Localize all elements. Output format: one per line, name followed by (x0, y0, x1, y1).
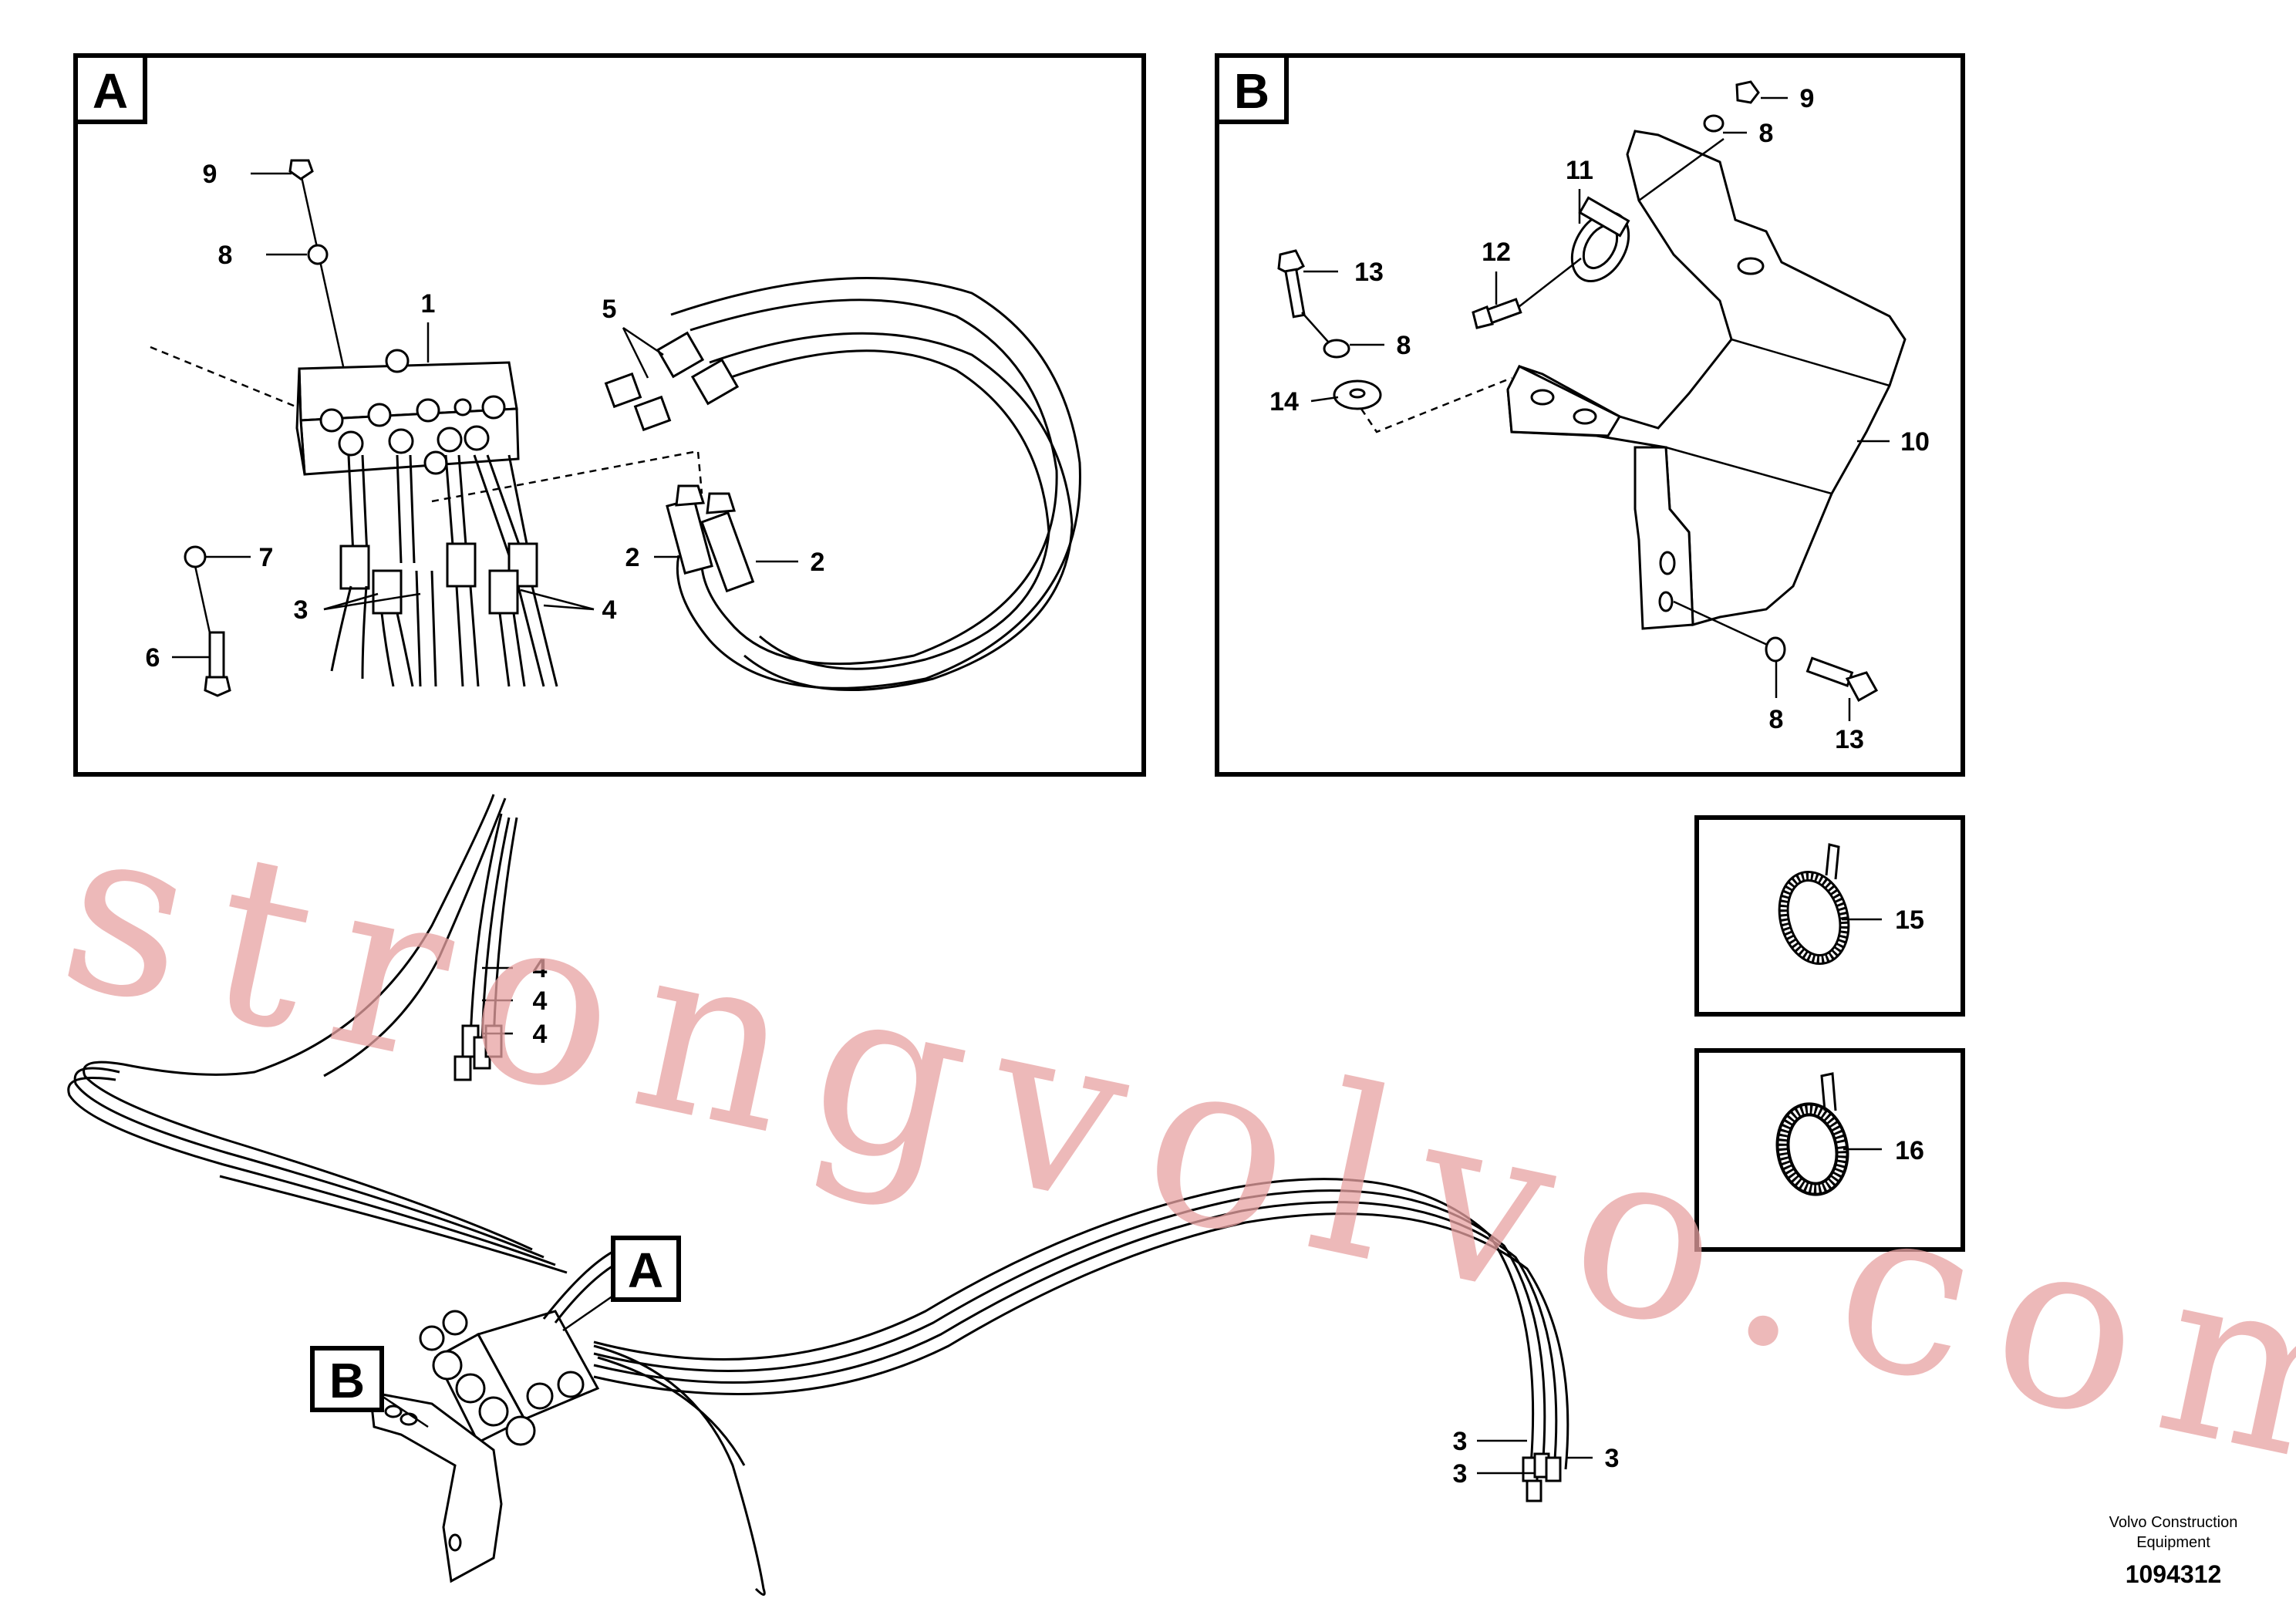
overview-assembly (67, 794, 1569, 1596)
overview-label-a-text: A (628, 1243, 663, 1298)
fitting-4a (446, 542, 477, 588)
detail-box-a: A (73, 53, 1146, 777)
detail-box-b-letter: B (1234, 63, 1269, 119)
footer-drawing-number: 1094312 (2126, 1560, 2222, 1588)
detail-box-cable-tie-15: 15 (1694, 815, 1965, 1017)
callout-a-9: 9 (203, 160, 217, 189)
callout-a-1: 1 (421, 289, 436, 319)
fitting-4c (488, 569, 519, 615)
callout-a-2-right: 2 (811, 548, 825, 577)
footer-company-line1: Volvo Construction (2109, 1514, 2238, 1531)
callout-b-13-top: 13 (1354, 258, 1384, 287)
callout-m-4-1: 4 (533, 954, 548, 983)
fitting-3b (372, 569, 403, 615)
overview-label-a: A (562, 1236, 681, 1332)
callout-m-4-3: 4 (533, 1020, 548, 1049)
overview-valve-block (419, 1310, 600, 1446)
callout-b-12: 12 (1482, 238, 1511, 267)
washer-8-b-bottom (1765, 636, 1786, 663)
valve-block-1 (295, 349, 520, 476)
footer-company-line2: Equipment (2136, 1534, 2210, 1551)
callout-m-3-2: 3 (1453, 1459, 1468, 1489)
clamp-11 (1570, 196, 1630, 283)
callout-b-9: 9 (1800, 84, 1815, 113)
callout-b-13-bottom: 13 (1835, 725, 1864, 754)
callout-c-16: 16 (1895, 1136, 1924, 1165)
callout-b-11: 11 (1566, 156, 1593, 185)
callout-a-4: 4 (602, 595, 617, 625)
callout-c-15: 15 (1895, 905, 1924, 935)
callout-b-8-bottom: 8 (1769, 705, 1784, 734)
detail-box-a-letter: A (93, 63, 128, 119)
callout-m-3-1: 3 (1453, 1427, 1468, 1456)
callout-a-3: 3 (294, 595, 308, 625)
bolt-12-head (1472, 305, 1494, 329)
washer-8-b-mid (1323, 339, 1350, 359)
overview-bracket (369, 1391, 503, 1583)
overview-label-b-text: B (329, 1353, 365, 1408)
callout-a-7: 7 (259, 543, 274, 572)
bolt-13-shank (1284, 268, 1306, 319)
callout-m-4-2: 4 (533, 986, 548, 1016)
nut-9-b (1735, 80, 1760, 104)
callout-a-2-left: 2 (625, 543, 640, 572)
callout-a-6: 6 (146, 643, 160, 673)
callout-m-3-3: 3 (1605, 1444, 1620, 1473)
nut-9 (288, 159, 314, 180)
washer-7 (184, 545, 207, 568)
fitting-5b (690, 358, 740, 406)
hose-end-2b (700, 511, 755, 593)
fitting-3a (339, 545, 370, 590)
fitting-5a (656, 331, 705, 379)
overview-label-b: B (310, 1346, 429, 1428)
callout-b-8-top: 8 (1759, 119, 1774, 148)
washer-8-b-top (1703, 114, 1725, 133)
nut-2b (706, 492, 736, 514)
callout-b-8-mid: 8 (1397, 331, 1411, 360)
detail-box-cable-tie-16: 16 (1694, 1048, 1965, 1252)
bolt-6-head (204, 676, 231, 697)
callout-a-5: 5 (602, 295, 617, 324)
bracket-10 (1506, 130, 1907, 630)
washer-8 (307, 244, 329, 265)
bolt-13-b-head (1845, 671, 1879, 703)
callout-b-10: 10 (1900, 427, 1930, 457)
callout-a-8: 8 (218, 241, 233, 270)
callout-b-14: 14 (1269, 387, 1299, 416)
nut-2a (675, 484, 705, 507)
detail-box-b: B (1215, 53, 1965, 777)
